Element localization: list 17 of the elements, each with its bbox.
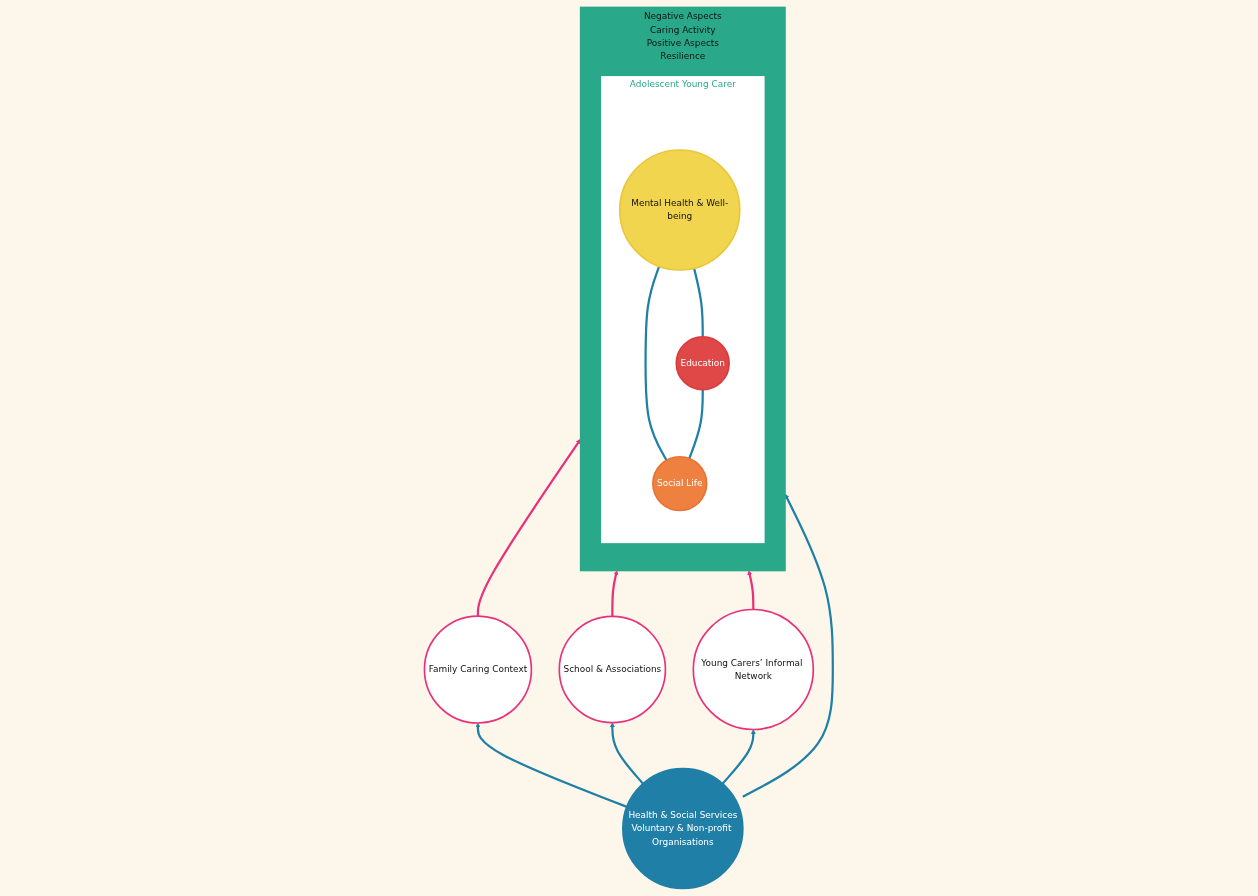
node-circle: Family Caring Context	[424, 615, 533, 724]
node-circle: Social Life	[652, 455, 708, 512]
connector	[693, 268, 705, 337]
arrow	[747, 570, 755, 610]
arrow	[611, 570, 619, 617]
arrow	[477, 438, 582, 617]
node-circle: Education	[675, 336, 731, 391]
node-circle: Mental Health & Well-being	[619, 149, 741, 271]
arrow	[722, 729, 757, 785]
arrow	[742, 493, 835, 798]
arrow	[475, 722, 628, 808]
arrow	[610, 722, 645, 785]
node-circle: Health & Social Services Voluntary & Non-profit Organisations	[622, 767, 744, 890]
node-circle: Young Carers’ Informal Network	[692, 608, 815, 731]
node-circle: School & Associations	[558, 615, 667, 724]
connector	[644, 265, 668, 461]
connector	[688, 389, 705, 459]
